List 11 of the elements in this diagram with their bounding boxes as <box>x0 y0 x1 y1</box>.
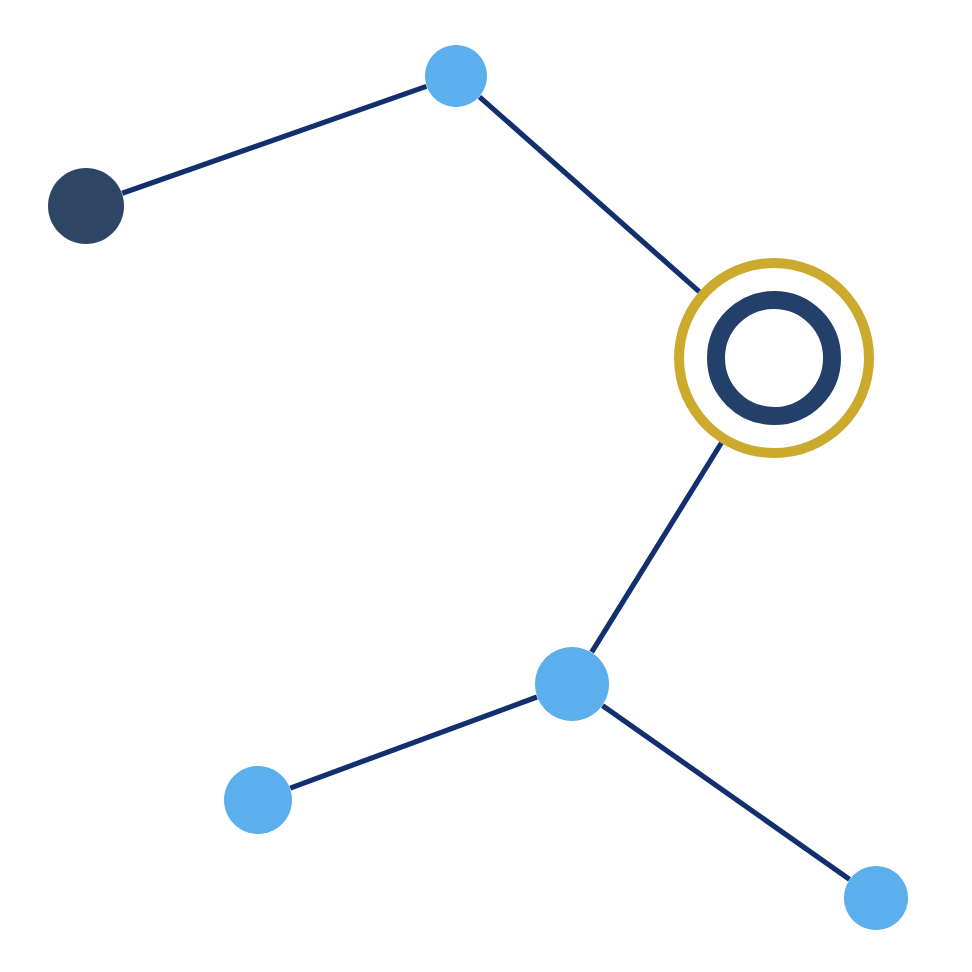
connector-line <box>289 694 538 791</box>
circle-node <box>48 168 124 244</box>
connector-line <box>589 441 724 654</box>
circle-node <box>425 45 487 107</box>
connector-line <box>121 83 428 196</box>
circle-node <box>535 647 609 721</box>
connector-line <box>477 94 701 294</box>
connector-line <box>601 703 852 882</box>
circle-node <box>224 766 292 834</box>
circle-node <box>844 866 908 930</box>
ring-node <box>674 258 874 458</box>
